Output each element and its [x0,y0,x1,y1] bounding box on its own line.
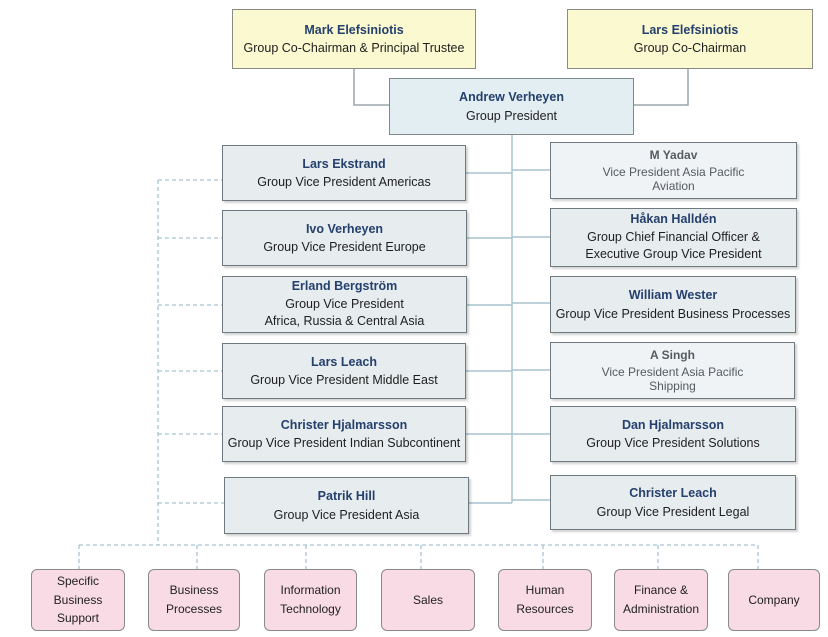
person-role-line-2: Africa, Russia & Central Asia [264,314,425,329]
department-label: Business [53,592,103,607]
person-name: Lars Ekstrand [302,156,386,171]
person-name: Lars Elefsiniotis [641,22,739,37]
person-role: Group Vice President Legal [596,504,750,519]
department-company: Company [728,569,820,631]
department-finance-administration: Finance & Administration [614,569,708,631]
person-role-line-2: Aviation [652,179,695,194]
vp-box-indian-subcontinent: Christer Hjalmarsson Group Vice Presiden… [222,406,466,462]
vp-box-asia: Patrik Hill Group Vice President Asia [224,477,469,534]
person-role: Group Vice President Solutions [586,436,760,450]
department-label: Business [169,583,219,598]
department-label: Finance & [633,583,689,598]
person-name: Christer Leach [629,486,717,501]
vp-box-africa-russia: Erland Bergström Group Vice President Af… [222,276,467,333]
person-role: Group Vice President Europe [263,240,426,254]
vp-box-middle-east: Lars Leach Group Vice President Middle E… [222,343,466,399]
department-label: Company [748,592,800,607]
vp-box-asia-pacific-shipping: A Singh Vice President Asia Pacific Ship… [550,342,795,399]
department-label: Specific [56,574,100,589]
person-role: Group Co-Chairman [633,41,747,55]
person-role: Group Vice President Middle East [250,373,438,387]
vp-box-solutions: Dan Hjalmarsson Group Vice President Sol… [550,406,796,462]
vp-box-business-processes: William Wester Group Vice President Busi… [550,276,796,333]
department-label: Support [56,611,100,626]
person-role: Group Vice President Americas [257,175,431,189]
department-label: Sales [412,592,444,607]
person-role: Vice President Asia Pacific [601,364,744,379]
department-human-resources: Human Resources [498,569,592,631]
person-name: Ivo Verheyen [305,221,384,236]
person-name: Patrik Hill [317,489,376,504]
vp-box-asia-pacific-aviation: M Yadav Vice President Asia Pacific Avia… [550,142,797,199]
person-name: M Yadav [649,148,698,163]
person-name: William Wester [628,288,718,303]
department-specific-business-support: Specific Business Support [31,569,125,631]
person-name: Mark Elefsiniotis [304,22,404,37]
person-role: Group Chief Financial Officer & [587,229,760,244]
person-name: Dan Hjalmarsson [621,417,725,432]
person-role: Group Vice President Indian Subcontinent [227,436,461,450]
department-business-processes: Business Processes [148,569,240,631]
vp-box-europe: Ivo Verheyen Group Vice President Europe [222,210,467,266]
person-role: Group President [465,108,558,123]
person-name: A Singh [650,348,695,363]
person-role: Group Vice President Asia [273,507,420,522]
department-label: Information [280,583,341,598]
person-role: Group Vice President Business Processes [555,306,791,321]
department-sales: Sales [381,569,475,631]
person-role: Group Vice President [285,296,404,311]
person-name: Lars Leach [310,354,377,369]
person-name: Håkan Halldén [630,212,717,227]
department-label: Technology [280,602,341,616]
co-chairman-principal-trustee-box: Mark Elefsiniotis Group Co-Chairman & Pr… [232,9,476,69]
person-name: Andrew Verheyen [459,90,564,105]
person-role: Group Co-Chairman & Principal Trustee [243,41,465,55]
department-label: Human [525,583,565,598]
person-name: Christer Hjalmarsson [280,417,408,432]
department-information-technology: Information Technology [264,569,357,631]
person-name: Erland Bergström [291,279,398,294]
department-label: Processes [165,602,223,616]
co-chairman-box: Lars Elefsiniotis Group Co-Chairman [567,9,813,69]
group-president-box: Andrew Verheyen Group President [389,78,634,135]
vp-box-legal: Christer Leach Group Vice President Lega… [550,475,796,530]
person-role-line-2: Shipping [649,379,696,394]
person-role-line-2: Executive Group Vice President [585,247,762,262]
vp-box-americas: Lars Ekstrand Group Vice President Ameri… [222,145,466,201]
department-label: Administration [622,602,700,616]
department-label: Resources [516,602,574,616]
person-role: Vice President Asia Pacific [602,164,745,179]
vp-box-cfo: Håkan Halldén Group Chief Financial Offi… [550,208,797,267]
